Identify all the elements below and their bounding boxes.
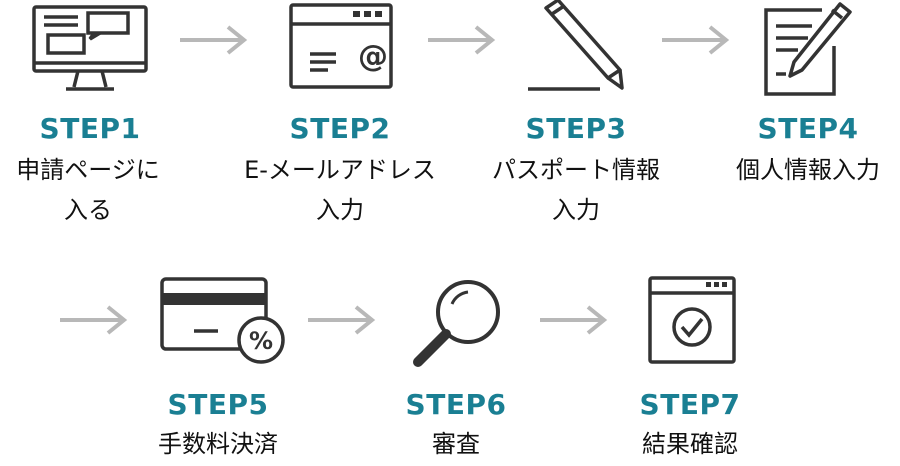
step-description-line: 結果確認 [642,430,738,458]
step-title: STEP5 [167,388,269,421]
step-description: パスポート情報 入力 [476,150,676,230]
browser-email-icon: @ [289,3,393,89]
step-description-line: 手数料決済 [158,430,278,458]
svg-text:%: % [249,327,273,355]
check-window-icon [648,276,736,364]
step-title: STEP2 [289,112,391,145]
arrow-right-icon [60,305,128,335]
step-description-line: 入力 [552,196,600,224]
step-description-line: パスポート情報 [492,156,660,184]
arrow-right-icon [540,305,608,335]
step-title: STEP4 [757,112,859,145]
step-description: E-メールアドレス 入力 [240,150,440,230]
document-edit-icon [764,2,852,96]
magnifier-icon [413,280,500,367]
step-description: 結果確認 [590,424,790,464]
step-description: 申請ページに 入る [0,150,188,230]
step-title: STEP1 [39,112,141,145]
arrow-right-icon [180,25,248,55]
credit-card-icon: % [160,277,285,364]
svg-text:@: @ [358,39,388,74]
step-title: STEP7 [639,388,741,421]
step-description-line: 個人情報入力 [736,156,880,184]
step-description-line: E-メールアドレス [244,156,436,184]
arrow-right-icon [662,25,730,55]
pencil-icon [528,0,624,91]
step-title: STEP6 [405,388,507,421]
arrow-right-icon [308,305,376,335]
step-description-line: 申請ページに [16,156,160,184]
monitor-icon [32,5,148,91]
step-description: 審査 [356,424,556,464]
step-title: STEP3 [525,112,627,145]
step-description: 個人情報入力 [708,150,900,190]
step-description-line: 入力 [316,196,364,224]
step-description: 手数料決済 [118,424,318,464]
step-description-line: 審査 [432,430,480,458]
arrow-right-icon [428,25,496,55]
step-description-line: 入る [64,196,112,224]
